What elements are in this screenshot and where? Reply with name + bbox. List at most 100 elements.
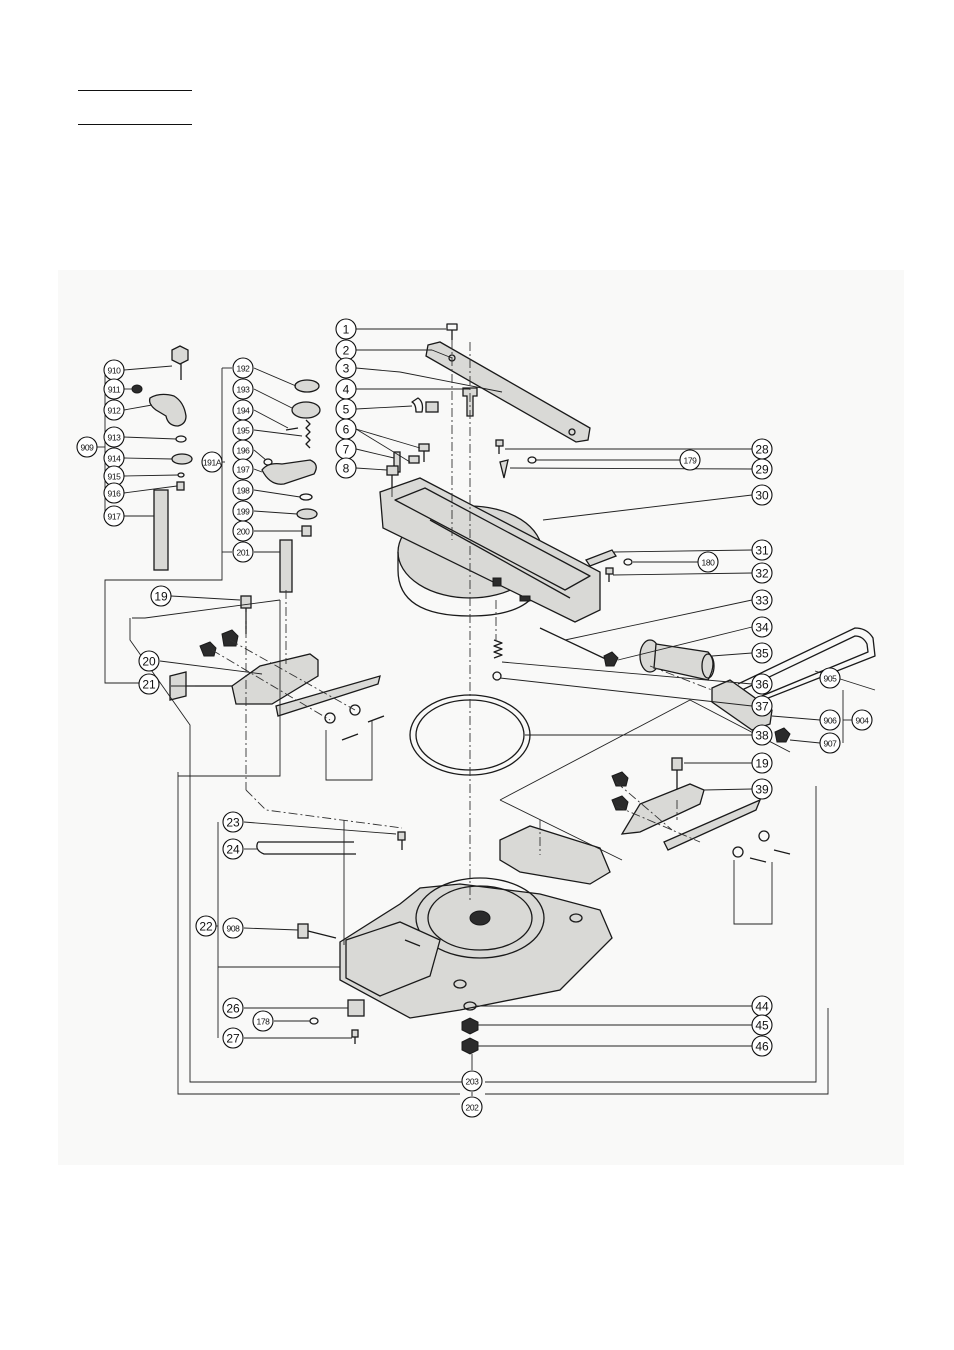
callout-label: 904 [856,716,870,726]
part-screw-1 [447,324,457,340]
callout-label: 8 [343,462,350,476]
callout-203: 203 [462,1071,482,1091]
callout-label: 32 [755,567,769,581]
callout-191a: 191A [202,452,222,472]
callout-label: 45 [755,1019,769,1033]
callout-label: 19 [154,590,168,604]
callout-38: 38 [752,725,772,745]
callout-909: 909 [77,437,97,457]
callout-label: 915 [108,472,122,482]
callout-37: 37 [752,696,772,716]
callout-label: 30 [755,489,769,503]
part-clamp-191a [262,380,320,592]
callout-19a: 19 [151,586,171,606]
callout-197: 197 [233,459,253,479]
callout-label: 916 [108,489,122,499]
part-pointer-29 [500,457,536,478]
callout-label: 913 [108,433,122,443]
callout-label: 908 [227,924,241,934]
callout-7: 7 [336,439,356,459]
callout-label: 24 [226,843,240,857]
callout-label: 27 [226,1032,240,1046]
callout-35: 35 [752,643,772,663]
callout-label: 5 [343,403,350,417]
callout-label: 38 [755,729,769,743]
callout-label: 28 [755,443,769,457]
callout-34: 34 [752,617,772,637]
callout-label: 200 [237,527,251,537]
callout-24: 24 [223,839,243,859]
callout-200: 200 [233,521,253,541]
part-rod-33 [540,628,612,662]
callout-label: 906 [824,716,838,726]
callout-46: 46 [752,1036,772,1056]
part-bolt-8 [387,466,398,488]
callout-29: 29 [752,459,772,479]
callout-28: 28 [752,439,772,459]
callout-917: 917 [104,506,124,526]
callout-label: 909 [81,443,95,453]
callout-179: 179 [680,450,700,470]
callout-913: 913 [104,427,124,447]
callout-26: 26 [223,998,243,1018]
callout-904: 904 [852,710,872,730]
callout-label: 179 [684,456,698,466]
callout-label: 6 [343,423,350,437]
callout-label: 23 [226,816,240,830]
callout-1: 1 [336,319,356,339]
callout-911: 911 [104,379,124,399]
callout-label: 193 [237,385,251,395]
callout-label: 905 [824,674,838,684]
callout-19b: 19 [752,753,772,773]
part-nut-34 [604,652,618,666]
callout-44: 44 [752,996,772,1016]
callout-label: 202 [466,1103,480,1113]
callout-45: 45 [752,1015,772,1035]
callout-label: 914 [108,454,122,464]
part-nuts-44-46 [462,1002,478,1054]
callout-label: 7 [343,443,350,457]
callout-32: 32 [752,563,772,583]
callout-192: 192 [233,358,253,378]
callout-label: 912 [108,406,122,416]
callout-label: 180 [702,558,716,568]
part-screw-28 [496,440,503,454]
callout-label: 37 [755,700,769,714]
callout-label: 35 [755,647,769,661]
callout-label: 198 [237,486,251,496]
part-spring-36 [494,640,502,658]
callout-196: 196 [233,440,253,460]
callout-label: 1 [343,323,350,337]
callout-195: 195 [233,420,253,440]
callout-label: 22 [199,920,213,934]
part-rod-bracket-905 [712,628,875,742]
callout-label: 31 [755,544,769,558]
callout-label: 36 [755,678,769,692]
part-left-fence-20 [170,596,384,740]
part-ball-37 [493,672,501,680]
callout-label: 194 [237,406,251,416]
callout-label: 3 [343,362,350,376]
callout-label: 44 [755,1000,769,1014]
callout-914: 914 [104,448,124,468]
callout-label: 907 [824,739,838,749]
callout-23: 23 [223,812,243,832]
callout-3: 3 [336,358,356,378]
callout-201: 201 [233,542,253,562]
callout-908: 908 [223,918,243,938]
callout-180: 180 [698,552,718,572]
callout-20: 20 [139,651,159,671]
callout-label: 197 [237,465,251,475]
callout-2: 2 [336,340,356,360]
callout-21: 21 [139,674,159,694]
callout-4: 4 [336,379,356,399]
callout-31: 31 [752,540,772,560]
callout-label: 911 [108,385,121,395]
callout-label: 917 [108,512,122,522]
callout-label: 33 [755,594,769,608]
callout-199: 199 [233,501,253,521]
callout-label: 39 [755,783,769,797]
callout-label: 199 [237,507,251,517]
callout-label: 195 [237,426,251,436]
